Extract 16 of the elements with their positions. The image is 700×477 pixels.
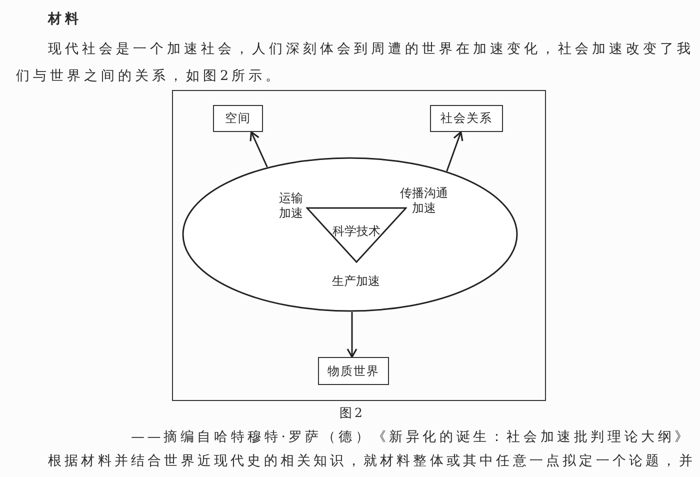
paragraph: 现代社会是一个加速社会，人们深刻体会到周遭的世界在加速变化，社会加速改变了我们与世界之间的关系，如图2所示。 (16, 40, 695, 86)
vertex-label: 生产加速 (332, 274, 381, 289)
figure-caption: 图2 (340, 404, 364, 422)
section-heading: 材料 (48, 10, 82, 28)
ellipse (182, 157, 518, 312)
arrow (250, 131, 268, 168)
center-label: 科学技术 (332, 224, 380, 239)
source-citation: ——摘编自哈特穆特·罗萨（德）《新异化的诞生：社会加速批判理论大纲》 (131, 428, 692, 446)
arrow (446, 131, 464, 172)
vertex-label: 运输加速 (279, 191, 304, 221)
text-box: 空间 (213, 105, 263, 132)
question-text: 根据材料并结合世界近现代史的相关知识，就材料整体或其中任意一点拟定一个论题，并 (48, 452, 696, 470)
text-box: 社会关系 (430, 105, 503, 132)
text-box: 物质世界 (318, 357, 389, 385)
arrow (346, 312, 358, 358)
vertex-label: 传播沟通加速 (399, 186, 449, 216)
